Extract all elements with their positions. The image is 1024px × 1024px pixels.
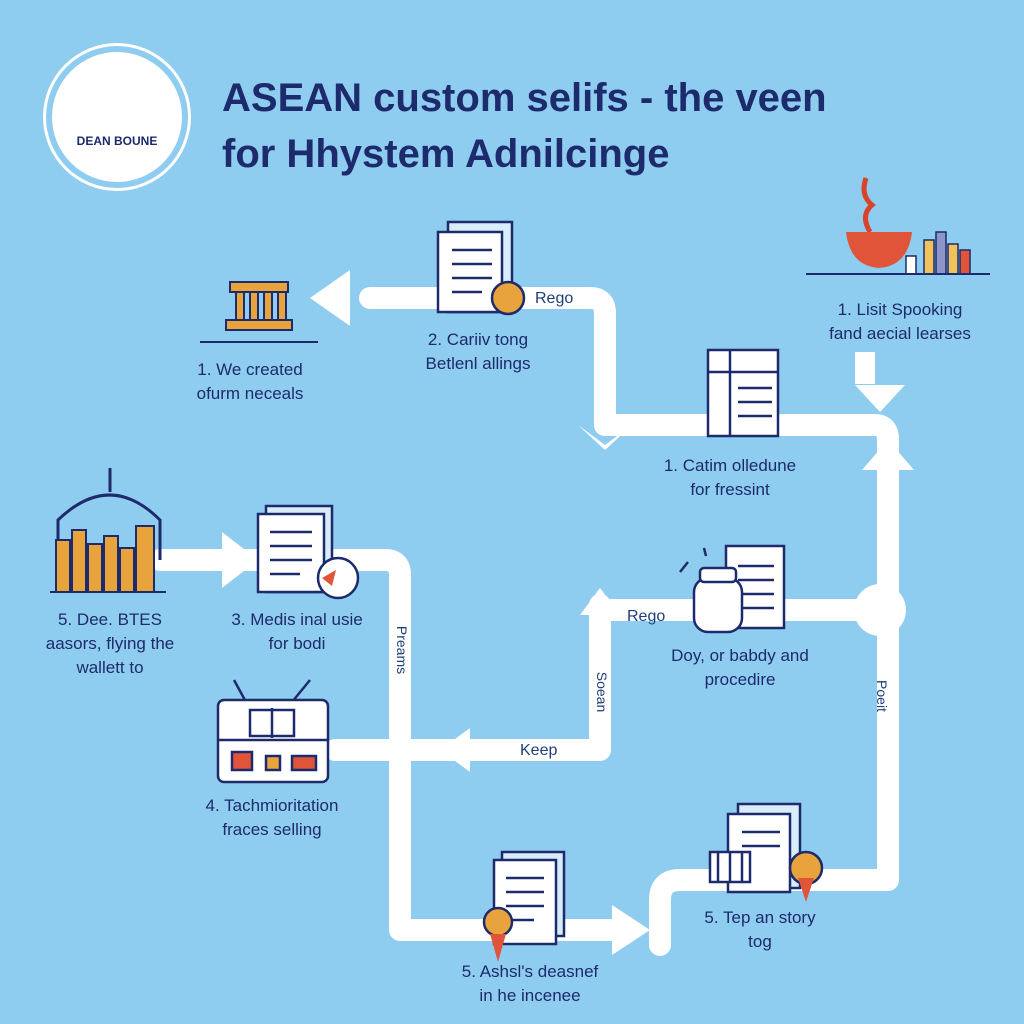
step-label-line: 2. Cariiv tong (427, 330, 529, 349)
step-label-line: ofurm neceals (196, 384, 304, 403)
document-icon (256, 504, 360, 600)
jar-document-icon (679, 544, 786, 634)
step-medis-inal: 3. Medis inal usie for bodi (212, 608, 382, 656)
step-label-line: for fressint (690, 480, 770, 499)
step-doy-babdy: Doy, or babdy and procedire (650, 644, 830, 692)
arrow-down-mid (578, 425, 632, 450)
step-label-line: fraces selling (222, 820, 322, 839)
step-label-line: aasors, flying the (45, 634, 175, 653)
junction-dot (854, 584, 906, 636)
circuit-document-icon (708, 802, 824, 902)
arrow-left-keep (440, 728, 470, 772)
document-list-icon (436, 220, 526, 316)
connector-paths (149, 287, 899, 956)
logo: DEAN BOUNE (52, 52, 182, 182)
pillar-building-icon (200, 281, 318, 343)
step-we-created: 1. We created ofurm neceals (170, 358, 330, 406)
arrow-up-right (862, 440, 914, 470)
step-label-line: 5. Ashsl's deasnef (461, 962, 599, 981)
arrow-down-right (855, 385, 905, 412)
tag-rego-mid: Rego (627, 608, 666, 625)
tag-soean: Soean (594, 671, 611, 713)
tag-rego-top: Rego (535, 290, 574, 307)
step-label-line: procedire (704, 670, 776, 689)
step-catim-olledune: 1. Catim olledune for fressint (640, 454, 820, 502)
title-line-2: for Hhystem Adnilcinge (222, 132, 670, 176)
step-cariiv-tong: 2. Cariiv tong Betlenl allings (398, 328, 558, 376)
arrow-right-bottom (612, 905, 650, 955)
step-tep-story: 5. Tep an story tog (680, 906, 840, 954)
step-label-line: 4. Tachmioritation (205, 796, 339, 815)
step-label-line: wallett to (76, 658, 144, 677)
arrow-heads (222, 270, 914, 955)
title-line-1: ASEAN custom selifs - the veen (222, 76, 827, 120)
step-lisit-spooking: 1. Lisit Spooking fand aecial learses (805, 298, 995, 346)
step-label-line: 1. We created (197, 360, 303, 379)
city-skyline-icon (50, 468, 166, 593)
step-label-line: fand aecial learses (829, 324, 971, 343)
step-label-line: Betlenl allings (425, 354, 531, 373)
path-upper-right (594, 414, 899, 956)
bowl-steam-icon (806, 177, 990, 275)
step-label-line: Doy, or babdy and (671, 646, 809, 665)
step-label-line: 1. Lisit Spooking (837, 300, 963, 319)
step-label-line: 3. Medis inal usie (231, 610, 363, 629)
tag-preams: Preams (394, 625, 411, 675)
arrow-left-top (310, 270, 350, 326)
path-soean (454, 594, 611, 761)
arrow-up-rego (580, 588, 620, 615)
step-tachmioritation: 4. Tachmioritation fraces selling (182, 794, 362, 842)
step-label-line: in he incenee (479, 986, 581, 1005)
tag-keep: Keep (520, 742, 558, 759)
arrow-right-skyline (222, 532, 258, 588)
radio-device-icon (216, 679, 330, 784)
page-title: ASEAN custom selifs - the veen for Hhyst… (222, 70, 982, 182)
step-label-line: 1. Catim olledune (663, 456, 797, 475)
tag-poeit: Poeit (873, 680, 890, 712)
step-label-line: tog (748, 932, 772, 951)
step-label-line: 5. Tep an story (704, 908, 816, 927)
step-label-line: 5. Dee. BTES (58, 610, 162, 629)
document-table-icon (706, 348, 780, 438)
step-dee-btes: 5. Dee. BTES aasors, flying the wallett … (20, 608, 200, 680)
logo-text: DEAN BOUNE (76, 134, 158, 148)
step-label-line: for bodi (268, 634, 326, 653)
step-ashsls: 5. Ashsl's deasnef in he incenee (440, 960, 620, 1008)
path-top-loop (359, 287, 616, 436)
document-pin-icon (482, 850, 566, 962)
path-left-vertical (149, 549, 631, 941)
